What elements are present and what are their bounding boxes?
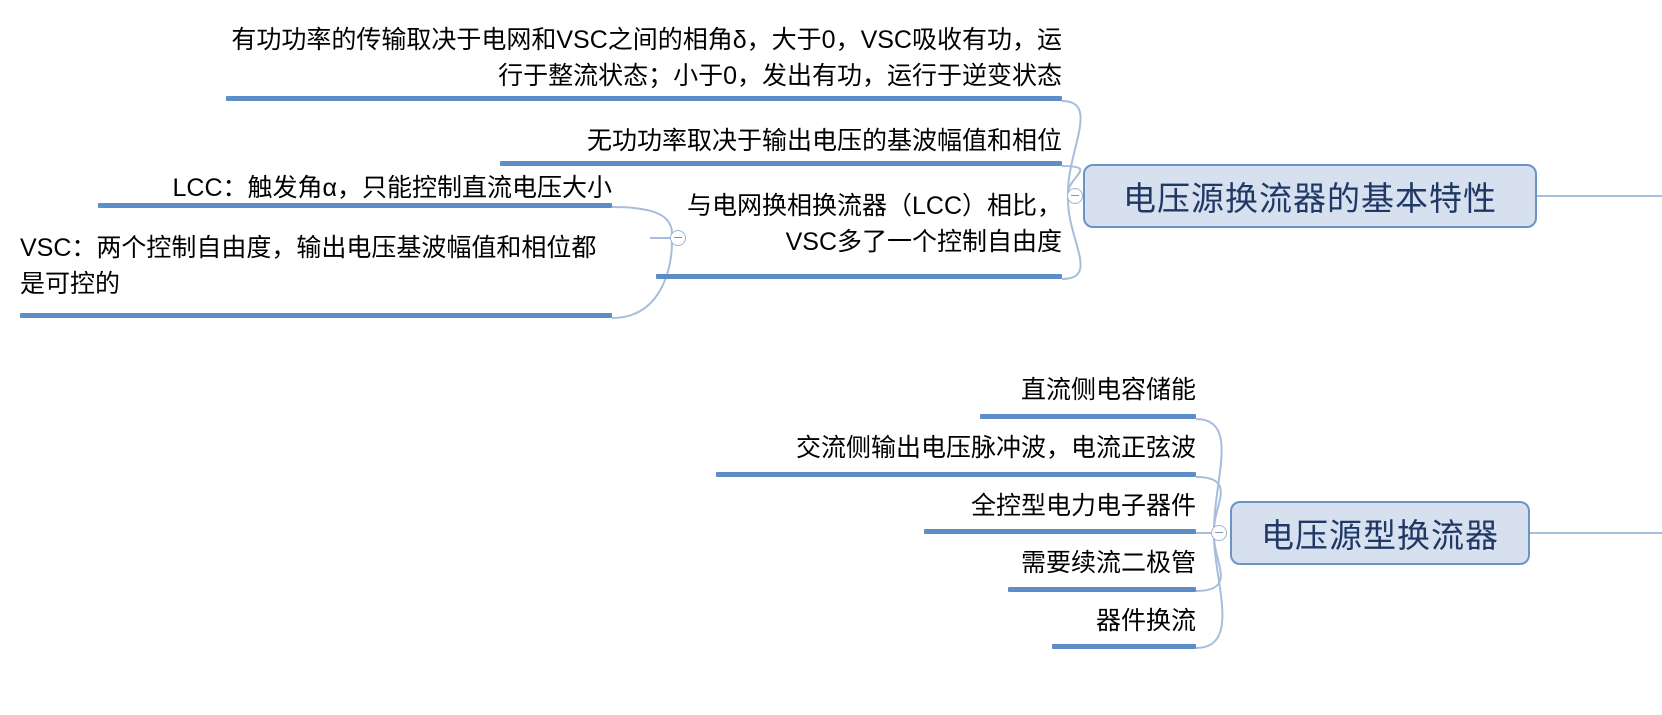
leaf-text[interactable]: 无功功率取决于输出电压的基波幅值和相位 [586,127,1062,155]
leaf-underline [656,274,1062,279]
leaf-underline [500,161,1062,166]
collapse-toggle-branch-1[interactable] [1067,188,1083,204]
leaf-text[interactable]: VSC：两个控制自由度，输出电压基波幅值和相位都是可控的 [20,234,597,298]
leaf-underline [980,414,1196,419]
node-voltage-source-converter[interactable]: 电压源型换流器 [1230,501,1530,565]
leaf-underline [1008,587,1196,592]
collapse-toggle-branch-2[interactable] [1211,525,1227,541]
node-label: 电压源型换流器 [1261,517,1499,554]
leaf-text[interactable]: 交流侧输出电压脉冲波，电流正弦波 [795,434,1196,462]
collapse-toggle-branch-1-sub[interactable] [670,230,686,246]
leaf-underline [716,472,1196,477]
leaf-text[interactable]: LCC：触发角α，只能控制直流电压大小 [172,174,612,202]
leaf-text[interactable]: 有功功率的传输取决于电网和VSC之间的相角δ，大于0，VSC吸收有功，运行于整流… [231,26,1062,90]
node-voltage-source-converter-characteristics[interactable]: 电压源换流器的基本特性 [1083,164,1537,228]
leaf-underline [226,96,1062,101]
leaf-text[interactable]: 全控型电力电子器件 [970,492,1196,520]
leaf-underline [20,313,612,318]
leaf-underline [924,529,1196,534]
leaf-underline [98,203,612,208]
node-label: 电压源换流器的基本特性 [1123,180,1497,217]
leaf-text[interactable]: 器件换流 [1095,607,1196,635]
leaf-text[interactable]: 需要续流二极管 [1020,549,1196,577]
leaf-text[interactable]: 与电网换相换流器（LCC）相比，VSC多了一个控制自由度 [686,192,1062,256]
leaf-text[interactable]: 直流侧电容储能 [1020,376,1196,404]
leaf-underline [1052,644,1196,649]
